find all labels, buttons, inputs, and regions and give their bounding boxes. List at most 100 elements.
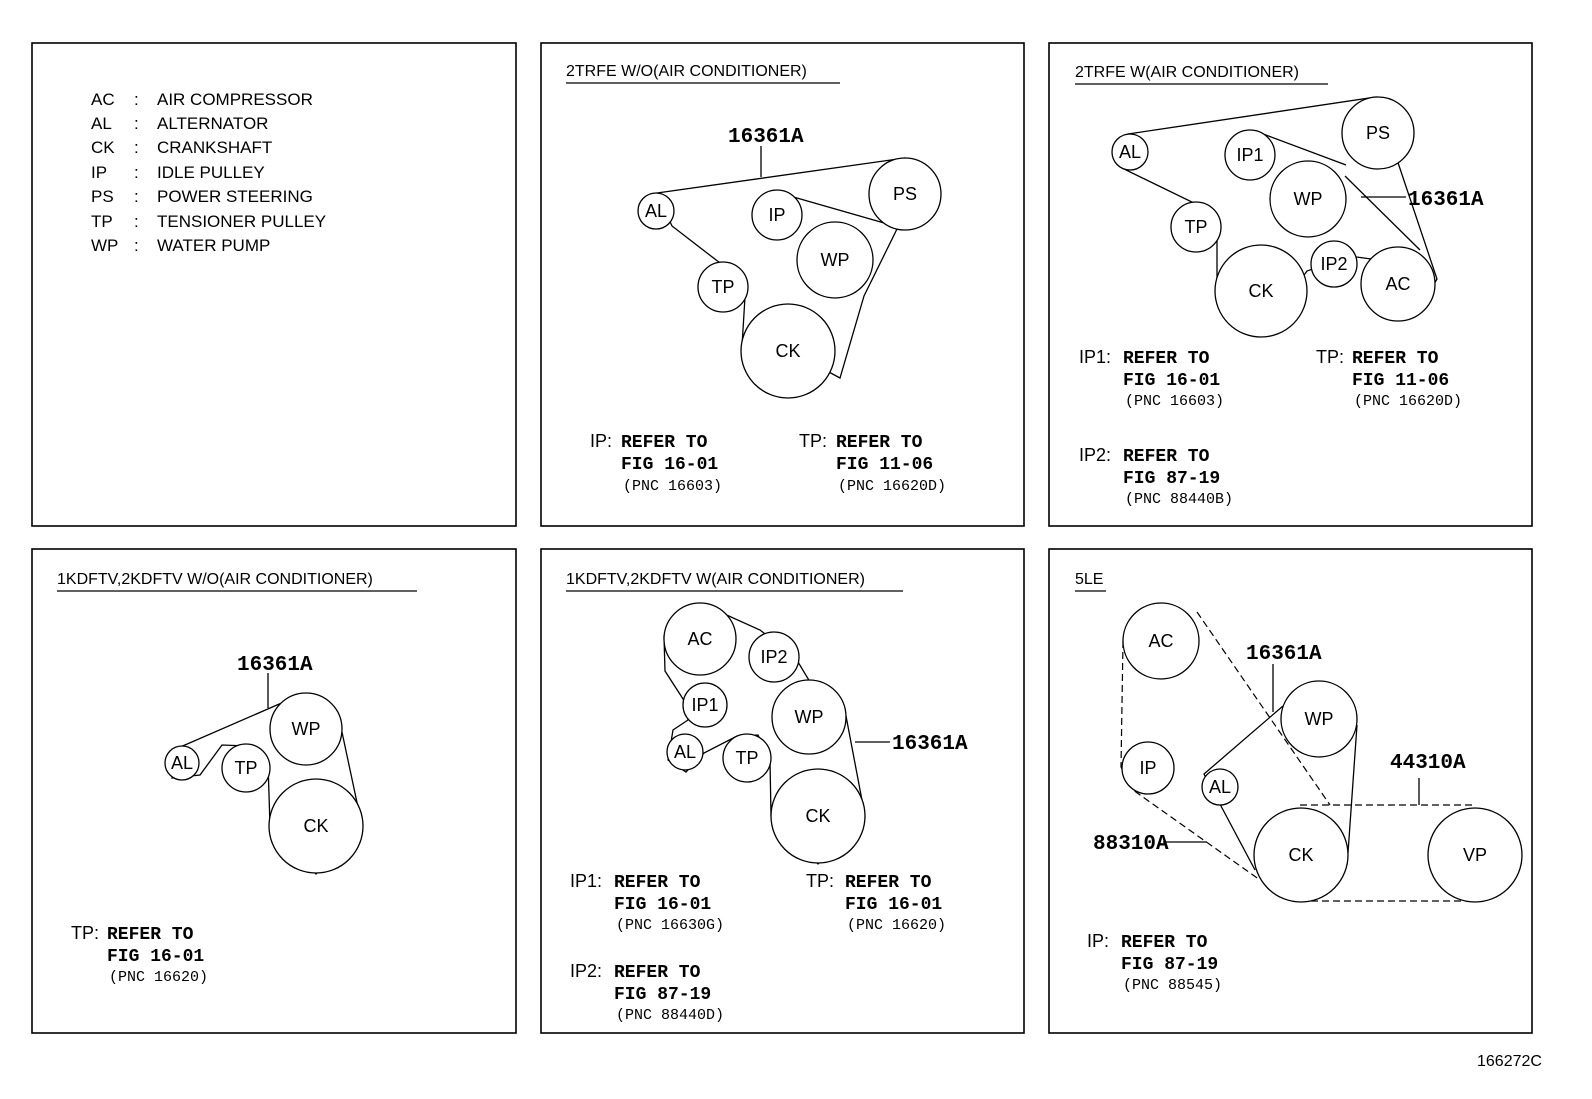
note-line: REFER TO bbox=[1123, 349, 1210, 369]
legend-separator: : bbox=[134, 90, 139, 109]
note-line: REFER TO bbox=[614, 873, 701, 893]
pulley-air-compressor bbox=[1122, 602, 1200, 680]
pulley-label: AC bbox=[687, 629, 712, 649]
pulley-label: CK bbox=[1288, 845, 1313, 865]
pulley-air-compressor bbox=[1360, 246, 1436, 322]
panel-title: 1KDFTV,2KDFTV W/O(AIR CONDITIONER) bbox=[57, 571, 373, 588]
pulley-power-steering bbox=[868, 157, 942, 231]
pulley-vacuum-pump bbox=[1427, 807, 1523, 903]
note-line: REFER TO bbox=[1352, 349, 1439, 369]
panel-2trfe-with-ac: 2TRFE W(AIR CONDITIONER) AL IP1 PS WP TP… bbox=[1048, 42, 1533, 527]
pulley-label: IP1 bbox=[691, 695, 718, 715]
pulley-alternator bbox=[1111, 133, 1149, 171]
note-key: IP2: bbox=[570, 961, 602, 981]
pulley-tensioner bbox=[221, 743, 271, 793]
pulley-label: CK bbox=[303, 816, 328, 836]
pulley-idle-1 bbox=[682, 682, 728, 728]
legend-code: WP bbox=[91, 236, 118, 255]
pulley-label: PS bbox=[1366, 123, 1390, 143]
note-key: IP2: bbox=[1079, 445, 1111, 465]
note-pnc: (PNC 88545) bbox=[1123, 977, 1222, 994]
pulley-alternator bbox=[666, 733, 704, 771]
part-number: 88310A bbox=[1093, 833, 1169, 856]
panel-title: 2TRFE W(AIR CONDITIONER) bbox=[1075, 64, 1299, 81]
pulley-power-steering bbox=[1341, 96, 1415, 170]
pulley-label: AC bbox=[1148, 631, 1173, 651]
legend-code: IP bbox=[91, 163, 107, 182]
legend-row: IP : IDLE PULLEY bbox=[91, 163, 265, 182]
legend-name: AIR COMPRESSOR bbox=[157, 90, 313, 109]
note-line: REFER TO bbox=[845, 873, 932, 893]
pulley-label: AC bbox=[1385, 274, 1410, 294]
pulley-water-pump bbox=[771, 679, 847, 755]
figure-id: 166272C bbox=[1477, 1053, 1542, 1070]
note-line: REFER TO bbox=[836, 433, 923, 453]
pulley-label: AL bbox=[1119, 142, 1141, 162]
note-line: FIG 16-01 bbox=[845, 895, 942, 915]
pulley-crankshaft bbox=[770, 768, 866, 864]
pulley-water-pump bbox=[269, 692, 343, 766]
panel-title: 1KDFTV,2KDFTV W(AIR CONDITIONER) bbox=[566, 571, 865, 588]
pulley-label: CK bbox=[775, 341, 800, 361]
note-line: FIG 16-01 bbox=[621, 455, 718, 475]
pulley-idle bbox=[751, 189, 803, 241]
panel-frame bbox=[31, 548, 517, 1034]
pulley-label: TP bbox=[234, 758, 257, 778]
pulley-crankshaft bbox=[740, 303, 836, 399]
note-line: FIG 16-01 bbox=[107, 947, 204, 967]
note-key: TP: bbox=[799, 431, 827, 451]
legend-name: WATER PUMP bbox=[157, 236, 270, 255]
legend-row: TP : TENSIONER PULLEY bbox=[91, 212, 326, 231]
note-line: FIG 11-06 bbox=[1352, 371, 1449, 391]
note-pnc: (PNC 16620) bbox=[847, 917, 946, 934]
panel-2trfe-without-ac: 2TRFE W/O(AIR CONDITIONER) AL IP PS TP W… bbox=[540, 42, 1025, 527]
panel-1kdftv-with-ac: 1KDFTV,2KDFTV W(AIR CONDITIONER) AC IP2 … bbox=[540, 548, 1025, 1034]
legend-row: WP : WATER PUMP bbox=[91, 236, 270, 255]
pulley-label: AL bbox=[674, 742, 696, 762]
note-line: FIG 87-19 bbox=[1121, 955, 1218, 975]
legend-code: AC bbox=[91, 90, 115, 109]
pulley-alternator bbox=[1201, 768, 1239, 806]
pulley-crankshaft bbox=[268, 778, 364, 874]
part-number: 16361A bbox=[728, 126, 804, 149]
pulley-label: WP bbox=[821, 250, 850, 270]
note-key: IP1: bbox=[570, 871, 602, 891]
note-line: FIG 16-01 bbox=[1123, 371, 1220, 391]
note-key: IP: bbox=[590, 431, 612, 451]
pulley-alternator bbox=[637, 192, 675, 230]
part-number: 16361A bbox=[1408, 189, 1484, 212]
note-key: IP1: bbox=[1079, 347, 1111, 367]
note-pnc: (PNC 16620D) bbox=[1354, 393, 1462, 410]
pulley-idle-2 bbox=[748, 631, 800, 683]
part-number: 16361A bbox=[892, 733, 968, 756]
belt-16361a bbox=[1203, 705, 1358, 871]
note-key: IP: bbox=[1087, 931, 1109, 951]
note-pnc: (PNC 16603) bbox=[1125, 393, 1224, 410]
note-line: REFER TO bbox=[1121, 933, 1208, 953]
legend-row: CK : CRANKSHAFT bbox=[91, 138, 272, 157]
legend-separator: : bbox=[134, 138, 139, 157]
pulley-label: CK bbox=[805, 806, 830, 826]
belt-44310a bbox=[1300, 804, 1475, 902]
pulley-label: TP bbox=[735, 748, 758, 768]
note-key: TP: bbox=[1316, 347, 1344, 367]
pulley-water-pump bbox=[1280, 680, 1358, 758]
pulley-label: IP bbox=[768, 205, 785, 225]
pulley-label: IP bbox=[1139, 758, 1156, 778]
legend-code: PS bbox=[91, 187, 114, 206]
part-number: 16361A bbox=[1246, 643, 1322, 666]
pulley-idle-1 bbox=[1224, 129, 1276, 181]
note-line: REFER TO bbox=[1123, 447, 1210, 467]
pulley-label: AL bbox=[1209, 777, 1231, 797]
note-key: TP: bbox=[71, 923, 99, 943]
pulley-label: VP bbox=[1463, 845, 1487, 865]
legend-name: TENSIONER PULLEY bbox=[157, 212, 326, 231]
pulley-label: IP2 bbox=[1320, 254, 1347, 274]
legend-separator: : bbox=[134, 163, 139, 182]
legend-panel: AC : AIR COMPRESSOR AL : ALTERNATOR CK :… bbox=[31, 42, 517, 527]
part-number: 44310A bbox=[1390, 752, 1466, 775]
legend-row: AL : ALTERNATOR bbox=[91, 114, 268, 133]
legend-code: CK bbox=[91, 138, 115, 157]
legend-row: AC : AIR COMPRESSOR bbox=[91, 90, 313, 109]
